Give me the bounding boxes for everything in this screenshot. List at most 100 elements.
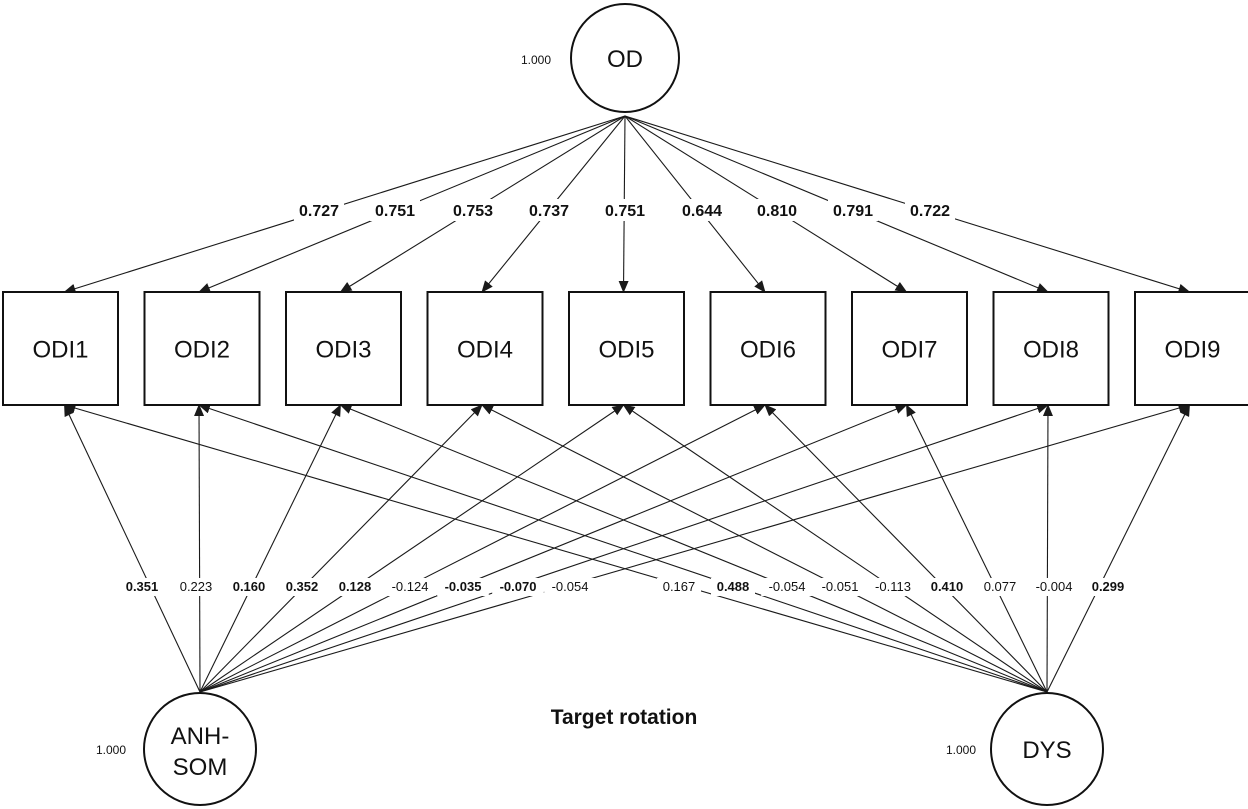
factor-anhsom-circle [143,692,257,806]
od-loading-label-odi2: 0.751 [375,203,415,220]
anhsom-loading-label-bg [492,578,544,596]
factor-dys-variance: 1.000 [946,743,976,757]
od-to-odi1-arrow [63,115,626,294]
anhsom-to-odi6-arrow [199,404,766,693]
dys-loading-label-odi6: 0.410 [931,579,964,594]
anhsom-loading-label-odi6: -0.124 [392,579,429,594]
factor-dys: DYS 1.000 [946,692,1104,806]
anhsom-loading-label-odi7: -0.035 [445,579,482,594]
od-loading-label-bg [524,199,574,221]
anhsom-loading-arrows [64,403,1191,693]
dys-loading-label-bg [657,578,701,596]
anhsom-to-odi2-arrow [194,404,205,693]
indicator-rect-odi6 [709,291,827,406]
indicator-rect-odi4 [426,291,544,406]
od-loading-label-bg [600,199,650,221]
indicator-label-odi3: ODI3 [315,337,371,364]
anhsom-loading-label-odi3: 0.160 [233,579,266,594]
od-loading-label-bg [294,199,344,221]
od-loading-label-odi4: 0.737 [529,203,569,220]
anhsom-to-odi7-arrow [199,404,908,693]
dys-loading-label-odi2: 0.488 [717,579,750,594]
dys-loading-label-odi4: -0.051 [822,579,859,594]
anhsom-loading-label-odi1: 0.351 [126,579,159,594]
anhsom-to-odi1-arrow [64,404,201,693]
dys-to-odi9-arrow [1046,404,1190,693]
anhsom-loading-label-bg [120,578,164,596]
od-loading-label-bg [752,199,802,221]
dys-to-odi8-arrow [1042,404,1053,693]
od-loading-label-bg [448,199,498,221]
factor-anhsom: ANH- SOM 1.000 [96,692,257,806]
dys-loading-label-odi3: -0.054 [769,579,806,594]
dys-loading-label-bg [814,578,866,596]
od-loading-label-odi5: 0.751 [605,203,645,220]
indicator-rect-odi9 [1134,291,1248,406]
indicator-box-odi9: ODI9 [1134,291,1248,406]
factor-od: OD 1.000 [521,3,680,113]
indicator-box-odi7: ODI7 [851,291,968,406]
dys-to-odi4-arrow [481,404,1048,693]
factor-anhsom-label-line1: ANH- [171,723,230,750]
dys-loading-label-bg [978,578,1022,596]
anhsom-to-odi4-arrow [199,404,483,693]
indicator-label-odi9: ODI9 [1164,337,1220,364]
indicator-box-odi2: ODI2 [143,291,261,406]
od-loading-label-odi8: 0.791 [833,203,873,220]
anhsom-loading-label-bg [384,578,436,596]
indicator-label-odi1: ODI1 [32,337,88,364]
indicator-rect-odi1 [2,291,119,406]
anhsom-loading-label-odi8: -0.070 [500,579,537,594]
cross-loading-labels: 0.351 0.223 0.160 0.352 0.128 -0.124 -0.035 -0.… [120,578,1130,596]
dys-to-odi2-arrow [198,403,1048,693]
anhsom-loading-label-odi2: 0.223 [180,579,213,594]
anhsom-to-odi5-arrow [199,404,625,693]
factor-anhsom-variance: 1.000 [96,743,126,757]
dys-to-odi3-arrow [339,404,1048,693]
anhsom-to-odi3-arrow [199,404,341,693]
od-loading-label-odi6: 0.644 [682,203,722,220]
od-loading-label-odi7: 0.810 [757,203,797,220]
indicator-box-odi4: ODI4 [426,291,544,406]
indicator-rect-odi5 [568,291,685,406]
od-loading-label-bg [677,199,727,221]
anhsom-loading-label-bg [544,578,596,596]
indicator-rect-odi8 [992,291,1110,406]
od-loading-label-bg [828,199,878,221]
od-loading-label-bg [905,199,955,221]
factor-dys-label: DYS [1022,737,1071,764]
factor-od-circle [570,3,680,113]
anhsom-loading-label-bg [280,578,324,596]
od-loading-label-odi1: 0.727 [299,203,339,220]
indicator-label-odi7: ODI7 [881,337,937,364]
dys-loading-label-bg [761,578,813,596]
od-loading-label-bg [370,199,420,221]
dys-loading-label-odi7: 0.077 [984,579,1017,594]
factor-od-variance: 1.000 [521,53,551,67]
indicator-rect-odi7 [851,291,968,406]
indicator-label-odi6: ODI6 [740,337,796,364]
indicator-box-odi1: ODI1 [2,291,119,406]
anhsom-loading-label-odi4: 0.352 [286,579,319,594]
indicator-box-odi6: ODI6 [709,291,827,406]
dys-loading-label-bg [1086,578,1130,596]
anhsom-loading-label-odi5: 0.128 [339,579,372,594]
dys-loading-label-bg [711,578,755,596]
dys-loading-label-bg [867,578,919,596]
anhsom-loading-label-odi9: -0.054 [552,579,589,594]
factor-od-label: OD [607,46,643,73]
anhsom-loading-label-bg [227,578,271,596]
diagram-title: Target rotation [551,706,698,729]
factor-anhsom-label-line2: SOM [173,754,228,781]
dys-to-odi7-arrow [906,404,1048,693]
od-loading-label-odi9: 0.722 [910,203,950,220]
dys-loading-label-odi5: -0.113 [875,579,911,594]
dys-loading-label-odi8: -0.004 [1036,579,1073,594]
anhsom-loading-label-bg [333,578,377,596]
dys-to-odi5-arrow [622,404,1048,693]
dys-loading-label-odi9: 0.299 [1092,579,1125,594]
indicator-box-odi8: ODI8 [992,291,1110,406]
